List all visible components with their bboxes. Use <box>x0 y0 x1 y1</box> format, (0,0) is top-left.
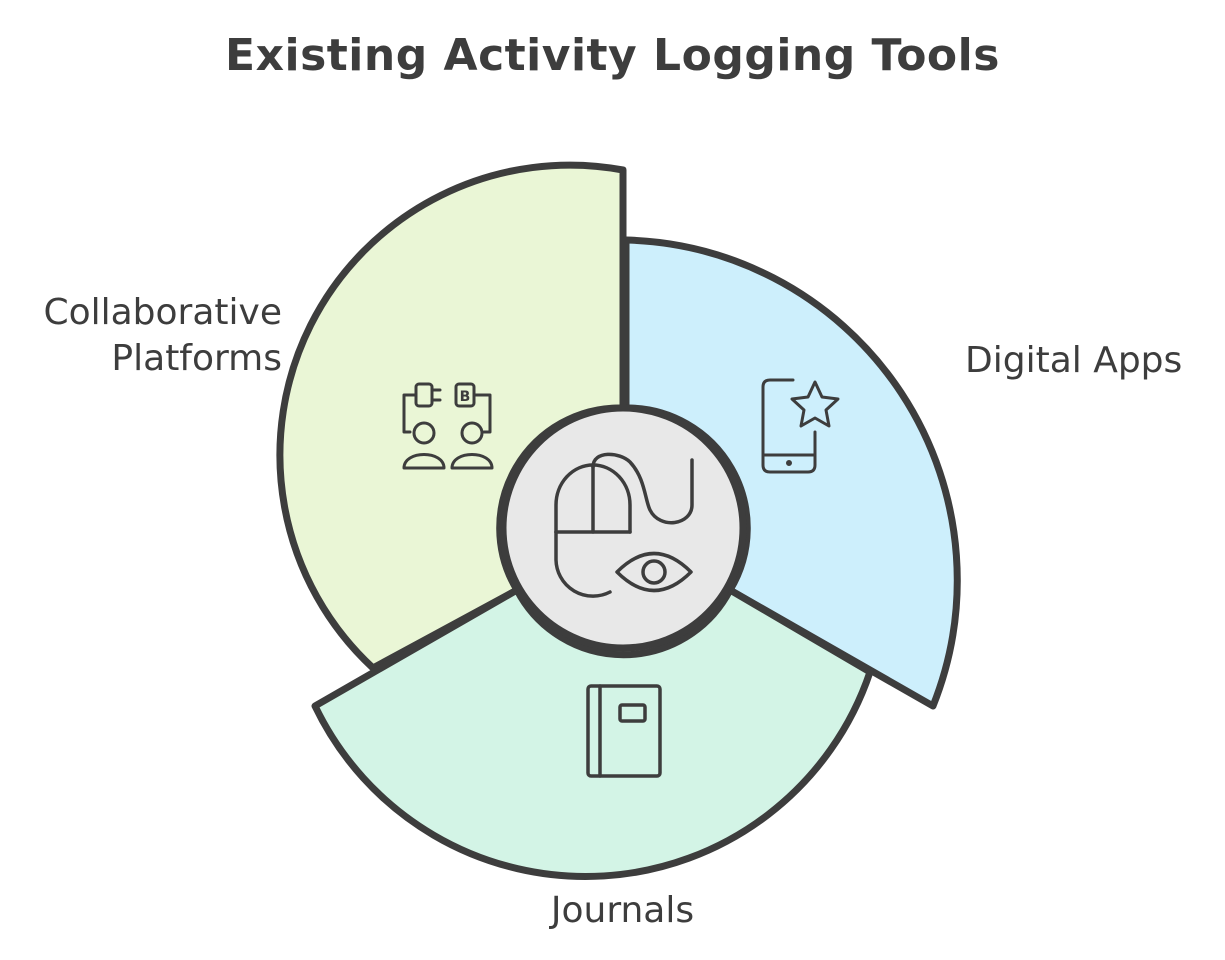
segment-journals <box>311 586 874 880</box>
label-journals: Journals <box>550 890 695 931</box>
center-circle <box>499 404 747 652</box>
smartphone-star-icon <box>761 378 840 474</box>
mouse-eye-icon <box>554 452 694 598</box>
collaboration-icon: B <box>402 382 494 470</box>
label-collaborative-line2: Platforms <box>111 338 282 379</box>
label-digital-apps: Digital Apps <box>965 340 1183 381</box>
svg-text:B: B <box>460 389 471 405</box>
diagram-title: Existing Activity Logging Tools <box>225 30 1000 81</box>
label-collaborative-platforms: Collaborative Platforms <box>2 290 282 382</box>
notebook-icon <box>586 684 662 778</box>
label-collaborative-line1: Collaborative <box>43 292 282 333</box>
